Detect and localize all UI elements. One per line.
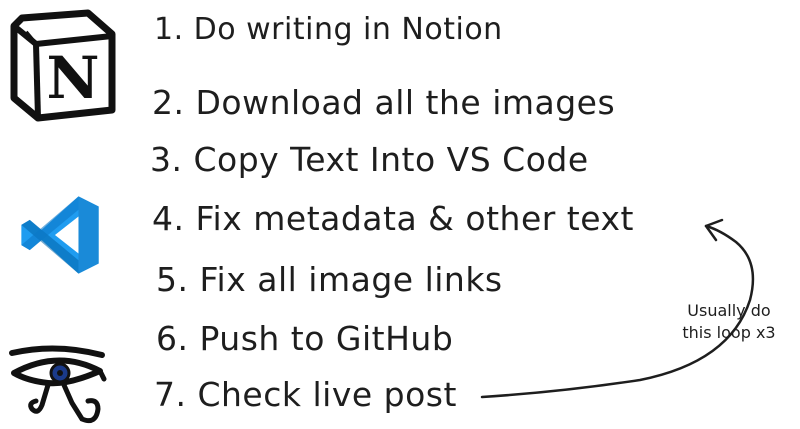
notion-logo-letter: N [46, 44, 99, 112]
eye-of-horus-icon [9, 345, 107, 424]
step-3-text: 3. Copy Text Into VS Code [150, 140, 589, 179]
loop-note: Usually do this loop x3 [664, 300, 794, 343]
step-4-text: 4. Fix metadata & other text [152, 199, 634, 238]
loop-note-line-2: this loop x3 [682, 322, 776, 342]
loop-note-line-1: Usually do [687, 301, 771, 320]
step-6-text: 6. Push to GitHub [156, 319, 454, 358]
vscode-logo-icon [21, 196, 99, 274]
step-2-text: 2. Download all the images [152, 83, 616, 122]
step-5-text: 5. Fix all image links [156, 260, 503, 299]
notion-logo-icon: N [10, 9, 116, 122]
step-1-text: 1. Do writing in Notion [154, 12, 503, 47]
step-7-text: 7. Check live post [154, 375, 457, 414]
